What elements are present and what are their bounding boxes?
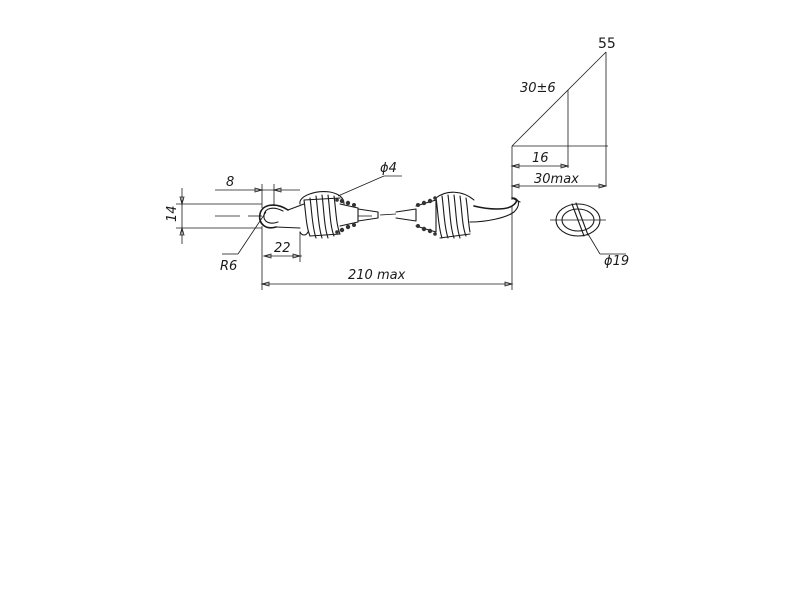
dim-tolerance-label: 30±6 xyxy=(520,81,556,96)
dim-22-label: 22 xyxy=(274,241,291,256)
dim-14: 14 xyxy=(165,188,262,244)
dim-wire-dia: ϕ4 xyxy=(337,161,402,197)
dim-210: 210 max xyxy=(260,206,514,290)
dim-16-label: 16 xyxy=(532,151,549,166)
dim-22: 22 xyxy=(262,232,302,262)
dim-radius: R6 xyxy=(220,211,267,274)
dim-8-label: 8 xyxy=(226,175,234,190)
center-axis xyxy=(215,213,397,217)
left-hook xyxy=(258,203,305,229)
angle-construction xyxy=(511,51,608,200)
dim-30max-label: 30max xyxy=(534,172,579,187)
left-coil xyxy=(299,191,379,239)
right-hook xyxy=(469,197,521,223)
dim-8: 8 xyxy=(215,175,300,208)
right-coil xyxy=(395,191,475,239)
dim-wire-dia-label: ϕ4 xyxy=(380,161,397,176)
dim-16: 16 xyxy=(510,151,570,169)
dim-30max: 30max xyxy=(510,172,608,189)
dim-14-label: 14 xyxy=(165,205,180,222)
dim-radius-label: R6 xyxy=(220,259,237,274)
dim-roughness-label: 55 xyxy=(598,36,616,52)
dim-coil-dia-label: ϕ19 xyxy=(604,254,629,269)
end-view: ϕ19 xyxy=(550,202,629,269)
dim-210-label: 210 max xyxy=(348,268,406,283)
